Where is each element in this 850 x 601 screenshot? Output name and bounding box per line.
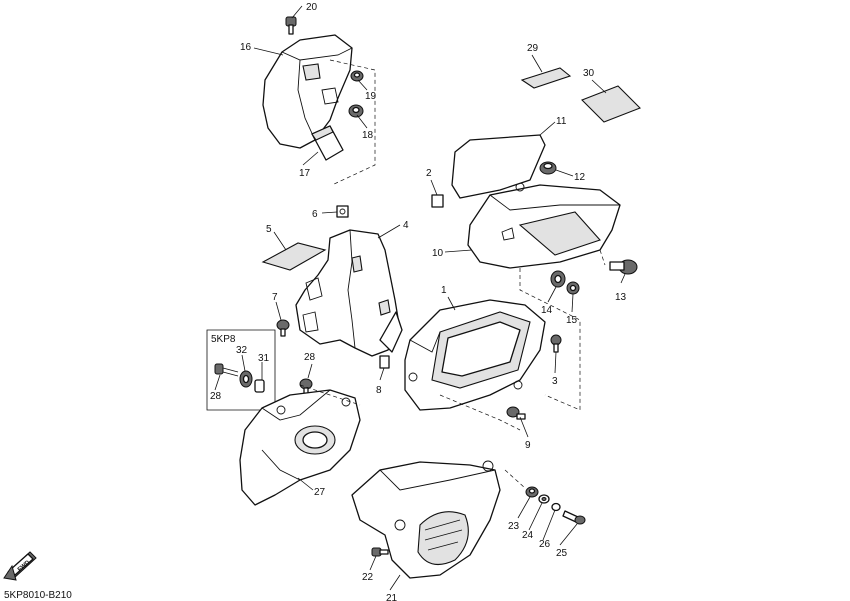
part-8-clip — [379, 355, 390, 369]
callout-6: 6 — [312, 209, 318, 220]
part-3-bolt — [550, 334, 562, 353]
callout-15: 15 — [566, 315, 578, 326]
part-14-grommet — [550, 270, 566, 288]
part-9-bolt — [506, 406, 526, 420]
callout-22: 22 — [362, 572, 374, 583]
callout-24: 24 — [522, 530, 534, 541]
part-2-tag — [431, 194, 444, 208]
part-28-bolt-a — [214, 363, 239, 377]
callout-13: 13 — [615, 292, 627, 303]
part-13-fastener — [609, 259, 638, 275]
callout-30: 30 — [583, 68, 595, 79]
callout-20: 20 — [306, 2, 318, 13]
callout-3: 3 — [552, 376, 558, 387]
callout-2: 2 — [426, 168, 432, 179]
part-32-collar — [239, 370, 253, 388]
callout-1: 1 — [441, 285, 447, 296]
variant-label: 5KP8 — [211, 334, 236, 345]
callouts: 1 2 3 4 5 6 7 8 9 10 11 12 13 14 15 16 1… — [210, 2, 627, 601]
callout-10: 10 — [432, 248, 444, 259]
callout-28-b: 28 — [304, 352, 316, 363]
part-30-label — [581, 85, 641, 123]
part-19-grommet — [350, 70, 364, 82]
part-12-grommet — [539, 161, 557, 175]
callout-18: 18 — [362, 130, 374, 141]
callout-5: 5 — [266, 224, 272, 235]
callout-32: 32 — [236, 345, 248, 356]
part-20-bolt — [285, 16, 297, 35]
callout-23: 23 — [508, 521, 520, 532]
callout-12: 12 — [574, 172, 586, 183]
part-29-label — [520, 67, 572, 89]
part-27-cover — [239, 389, 361, 506]
fwd-arrow-icon: FWD — [3, 551, 37, 581]
callout-4: 4 — [403, 220, 409, 231]
part-7-bolt — [276, 319, 290, 337]
callout-21: 21 — [386, 593, 398, 601]
leader-lines — [214, 5, 626, 591]
callout-25: 25 — [556, 548, 568, 559]
part-26-washer — [551, 502, 561, 512]
callout-17: 17 — [299, 168, 311, 179]
part-31-spacer — [254, 379, 265, 393]
callout-11: 11 — [556, 116, 567, 127]
callout-14: 14 — [541, 305, 553, 316]
diagram-code: 5KP8010-B210 — [4, 590, 72, 601]
part-5-pad — [261, 242, 327, 271]
part-21-cover — [351, 460, 501, 579]
part-17-damper — [311, 125, 344, 161]
part-4-bracket — [295, 229, 403, 357]
callout-26: 26 — [539, 539, 551, 550]
part-18-grommet — [348, 104, 364, 118]
callout-27: 27 — [314, 487, 326, 498]
callout-16: 16 — [240, 42, 252, 53]
part-1-cover — [404, 299, 546, 411]
callout-7: 7 — [272, 292, 278, 303]
part-28-bolt-b — [299, 378, 313, 395]
part-11-panel — [451, 134, 546, 199]
part-23-collar — [525, 486, 539, 498]
part-24-washer — [538, 494, 550, 504]
part-22-bolt — [371, 547, 389, 557]
callout-28-a: 28 — [210, 391, 222, 402]
part-16-cover — [262, 34, 376, 186]
callout-19: 19 — [365, 91, 377, 102]
callout-9: 9 — [525, 440, 531, 451]
part-15-collar — [566, 281, 580, 295]
callout-8: 8 — [376, 385, 382, 396]
part-6-clip — [336, 205, 349, 218]
part-10-side-cover — [467, 182, 621, 269]
callout-31: 31 — [258, 353, 270, 364]
part-25-bolt — [562, 510, 586, 525]
callout-29: 29 — [527, 43, 539, 54]
